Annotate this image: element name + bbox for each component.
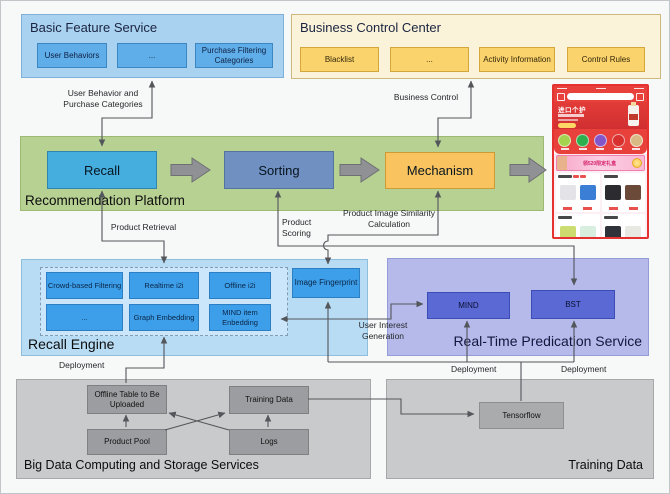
mechanism-stage: Mechanism — [385, 152, 495, 189]
sorting-stage: Sorting — [224, 151, 334, 189]
engine-ellipsis-node: ... — [46, 304, 123, 331]
category-item — [576, 133, 590, 150]
bcc-ellipsis-node: ... — [390, 47, 469, 72]
mind-node: MIND — [427, 292, 510, 319]
promo-subtext2 — [558, 118, 578, 121]
realtime-prediction-title: Real-Time Predication Service — [453, 333, 642, 349]
logs-node: Logs — [229, 429, 309, 455]
edge-label-deployment-mind: Deployment — [451, 364, 497, 374]
product-card — [601, 173, 645, 212]
training-data-container: Training Data Tensorflow — [386, 379, 654, 479]
business-control-center-container: Business Control Center Blacklist ... Ac… — [291, 14, 661, 79]
banner-text: 领520限定礼盒 — [582, 160, 617, 167]
edge-label-product-scoring: Product Scoring — [282, 217, 312, 238]
phone-status-bar — [554, 86, 647, 91]
promo-cta-pill — [558, 123, 576, 128]
product-card — [601, 213, 645, 237]
graph-embedding-node: Graph Embedding — [129, 304, 199, 331]
promo-title: 进口个护 — [558, 107, 586, 114]
offline-i2i-node: Offline i2i — [209, 272, 271, 299]
mind-item-embedding-node: MIND item Enbedding — [209, 304, 271, 331]
phone-promo-banner: 领520限定礼盒 — [554, 154, 647, 171]
tensorflow-node: Tensorflow — [479, 402, 564, 429]
phone-mockup: 进口个护 领520限定礼盒 — [552, 84, 649, 239]
product-card — [556, 213, 600, 237]
activity-information-node: Activity Information — [479, 47, 555, 72]
edge-label-business-control: Business Control — [393, 92, 459, 102]
phone-category-row — [554, 129, 647, 154]
recommendation-platform-container: Recommendation Platform Recall Sorting M… — [20, 136, 544, 211]
basic-feature-service-container: Basic Feature Service User Behaviors ...… — [21, 14, 284, 78]
big-data-title: Big Data Computing and Storage Services — [24, 458, 259, 472]
edge-label-deployment-bst: Deployment — [561, 364, 607, 374]
banner-coin-icon — [632, 158, 642, 168]
phone-promo-section: 进口个护 — [554, 102, 647, 129]
category-item — [611, 133, 625, 150]
menu-icon — [557, 92, 565, 101]
edge-label-product-retrieval: Product Retrieval — [110, 222, 177, 232]
edge-label-user-behavior: User Behavior and Purchase Categories — [63, 88, 143, 109]
phone-product-grid — [554, 171, 647, 237]
product-card — [556, 173, 600, 212]
realtime-i2i-node: Realtime i2i — [129, 272, 199, 299]
recommendation-platform-title: Recommendation Platform — [25, 193, 185, 208]
edge-label-user-interest: User Interest Generation — [358, 320, 408, 341]
recall-stage: Recall — [47, 151, 157, 189]
user-behaviors-node: User Behaviors — [37, 43, 107, 68]
image-fingerprint-node: Image Fingerprint — [292, 268, 360, 298]
banner-model-image — [557, 156, 567, 170]
category-item — [593, 133, 607, 150]
edge-label-deployment-recall: Deployment — [59, 360, 105, 370]
training-data-node: Training Data — [229, 386, 309, 414]
recall-engine-title: Recall Engine — [28, 336, 115, 352]
promo-subtext — [558, 114, 584, 117]
offline-table-node: Offline Table to Be Uploaded — [87, 385, 167, 414]
purchase-filtering-categories-node: Purchase Filtering Categories — [195, 43, 273, 68]
basic-feature-service-title: Basic Feature Service — [30, 20, 158, 35]
edge-label-image-similarity: Product Image Similarity Calculation — [342, 208, 436, 229]
grid-icon — [636, 92, 644, 101]
product-pool-node: Product Pool — [87, 429, 167, 455]
realtime-prediction-container: Real-Time Predication Service MIND BST — [387, 258, 649, 356]
bfs-ellipsis-node: ... — [117, 43, 187, 68]
crowd-based-filtering-node: Crowd-based Filtering — [46, 272, 123, 299]
business-control-center-title: Business Control Center — [300, 20, 441, 35]
search-input — [567, 93, 634, 100]
promo-product-label — [629, 114, 638, 120]
phone-search-row — [554, 91, 647, 102]
category-item — [629, 133, 643, 150]
big-data-container: Big Data Computing and Storage Services … — [16, 379, 371, 479]
category-item — [558, 133, 572, 150]
training-data-title: Training Data — [568, 458, 643, 472]
blacklist-node: Blacklist — [300, 47, 379, 72]
bst-node: BST — [531, 290, 615, 319]
control-rules-node: Control Rules — [567, 47, 645, 72]
